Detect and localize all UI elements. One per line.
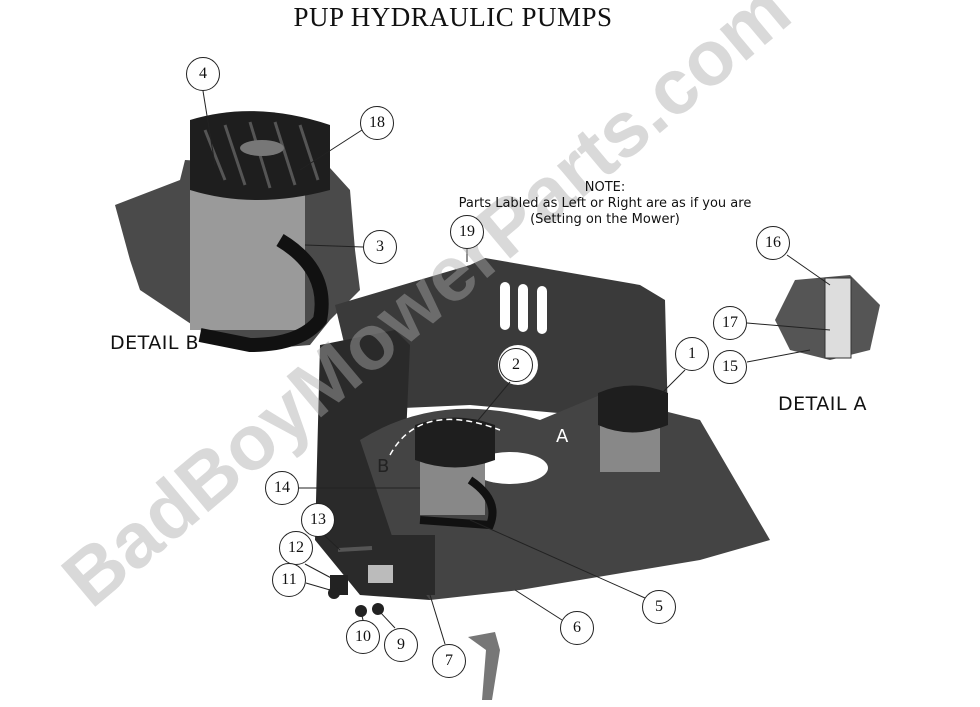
leader-lines <box>202 90 831 645</box>
callout-19: 19 <box>450 215 484 249</box>
callout-14: 14 <box>265 471 299 505</box>
detail-b-label: DETAIL B <box>110 332 200 354</box>
callout-4: 4 <box>186 57 220 91</box>
valve-7 <box>385 535 435 595</box>
frame-slots <box>500 282 547 334</box>
view-a-label: A <box>556 426 569 447</box>
callout-1: 1 <box>675 337 709 371</box>
detail-b-pump-body <box>190 190 305 330</box>
callout-9: 9 <box>384 628 418 662</box>
callout-2: 2 <box>499 348 533 382</box>
note-line-2: (Setting on the Mower) <box>530 212 680 227</box>
callout-3: 3 <box>363 230 397 264</box>
frame-back-wall <box>335 258 668 420</box>
callout-15: 15 <box>713 350 747 384</box>
note-line-1: Parts Labled as Left or Right are as if … <box>458 196 752 211</box>
note: NOTE: Parts Labled as Left or Right are … <box>440 180 770 228</box>
callout-10: 10 <box>346 620 380 654</box>
callout-5: 5 <box>642 590 676 624</box>
callout-13: 13 <box>301 503 335 537</box>
callout-18: 18 <box>360 106 394 140</box>
note-heading: NOTE: <box>584 180 626 195</box>
page-title: PUP HYDRAULIC PUMPS <box>293 2 613 32</box>
detail-a-label: DETAIL A <box>778 393 867 415</box>
callout-11: 11 <box>272 563 306 597</box>
callout-17: 17 <box>713 306 747 340</box>
pump-2-hose <box>419 476 497 530</box>
callout-6: 6 <box>560 611 594 645</box>
view-b-label: B <box>377 456 390 477</box>
bracket <box>468 632 500 700</box>
callout-7: 7 <box>432 644 466 678</box>
callout-12: 12 <box>279 531 313 565</box>
callout-16: 16 <box>756 226 790 260</box>
detail-b-hose <box>198 233 329 353</box>
